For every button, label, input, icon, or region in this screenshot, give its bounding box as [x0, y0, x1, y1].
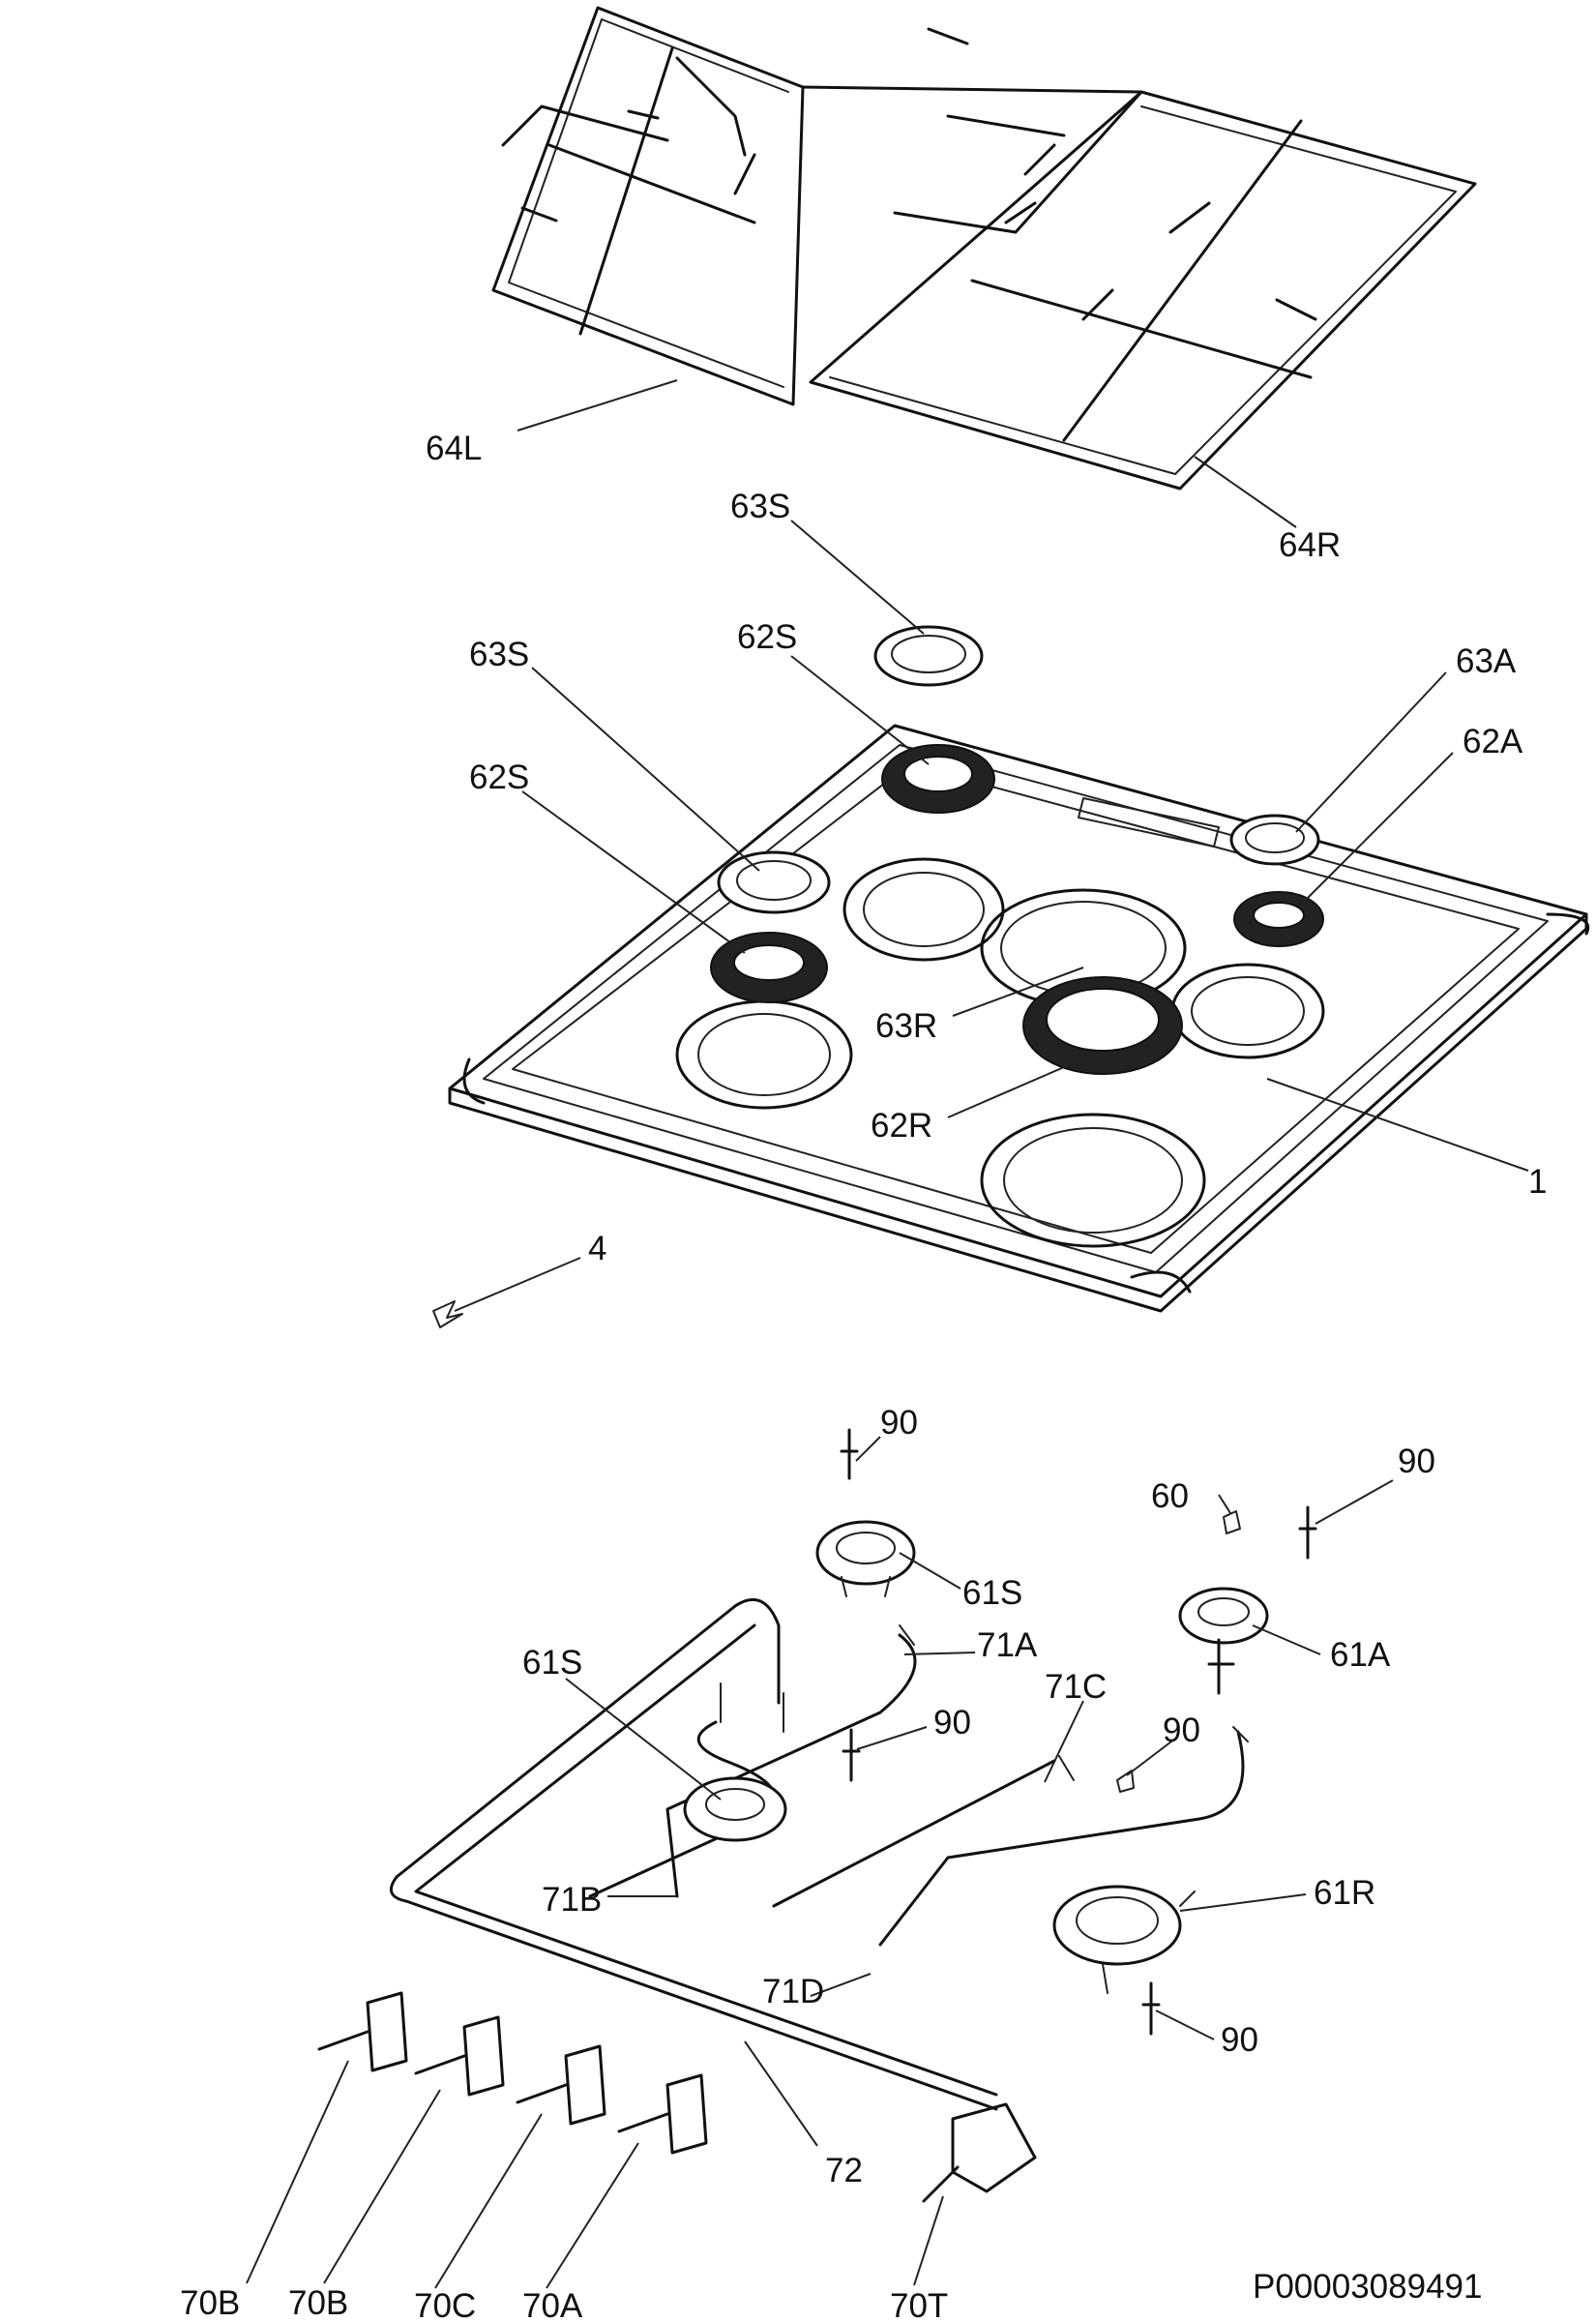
pan-support-left	[491, 6, 969, 406]
label-crown-left: 62S	[469, 759, 529, 796]
cap-top	[873, 625, 984, 687]
label-crown-top: 62S	[737, 618, 797, 656]
cap-aux	[1229, 814, 1320, 866]
cap-left	[717, 850, 831, 914]
crown-left	[710, 932, 828, 1003]
label-pipe-71d: 71D	[762, 1973, 824, 2010]
callout-labels: 64L 64R 63S 63S 62S 62S 63A 62A 63R 62R …	[180, 430, 1547, 2322]
label-burner-aux: 61A	[1330, 1636, 1391, 1674]
label-clip: 4	[588, 1230, 606, 1267]
label-crown-rapid: 62R	[871, 1107, 932, 1145]
label-tap-2: 70B	[288, 2284, 348, 2322]
label-cap-aux: 63A	[1456, 642, 1517, 680]
crown-aux	[1233, 891, 1324, 947]
crown-top	[881, 744, 995, 814]
label-thermocouple-right: 90	[1398, 1443, 1435, 1480]
label-tap-3: 70C	[414, 2287, 476, 2322]
hob-burner-reliefs	[675, 857, 1325, 1248]
burner-rapid	[1052, 1885, 1196, 1994]
crown-rapid	[1022, 976, 1183, 1075]
nut	[1223, 1510, 1241, 1534]
label-burner-semi-top: 61S	[962, 1574, 1022, 1612]
label-crown-aux: 62A	[1463, 723, 1523, 760]
label-pan-support-left: 64L	[426, 430, 482, 467]
label-thermocouple-mid: 90	[933, 1704, 971, 1742]
label-tap-1: 70B	[180, 2284, 240, 2322]
label-thermocouple-right-mid: 90	[1163, 1712, 1200, 1749]
document-id: P00003089491	[1253, 2268, 1482, 2306]
label-burner-rapid: 61R	[1314, 1874, 1375, 1912]
label-manifold: 72	[825, 2152, 863, 2189]
label-nut: 60	[1151, 1477, 1189, 1515]
hob-top	[448, 724, 1590, 1313]
thermocouples	[840, 1428, 1317, 2036]
leader-lines	[246, 379, 1529, 2289]
label-pipe-71a: 71A	[977, 1626, 1038, 1664]
label-hob-top: 1	[1528, 1163, 1547, 1201]
label-tap-4: 70A	[522, 2287, 583, 2322]
burner-aux	[1178, 1587, 1269, 1695]
label-thermocouple-bottom: 90	[1221, 2021, 1258, 2059]
burner-semi-top	[815, 1520, 916, 1597]
pan-support-right	[809, 90, 1477, 491]
label-cap-top: 63S	[730, 488, 790, 525]
manifold-and-pipes	[389, 1597, 1249, 2111]
triple-tap	[922, 2102, 1037, 2203]
label-pipe-71c: 71C	[1045, 1668, 1107, 1706]
label-pan-support-right: 64R	[1279, 526, 1341, 564]
label-cap-rapid: 63R	[875, 1007, 937, 1045]
label-cap-left: 63S	[469, 636, 529, 673]
label-triple-tap: 70T	[890, 2287, 948, 2322]
pan-support-detail	[501, 56, 1143, 234]
label-pipe-71b: 71B	[542, 1881, 602, 1919]
gas-taps	[317, 1991, 708, 2155]
label-burner-semi-left: 61S	[522, 1644, 582, 1682]
clip	[432, 1300, 463, 1328]
label-thermocouple-top: 90	[880, 1404, 918, 1442]
burner-semi-left	[683, 1776, 787, 1842]
